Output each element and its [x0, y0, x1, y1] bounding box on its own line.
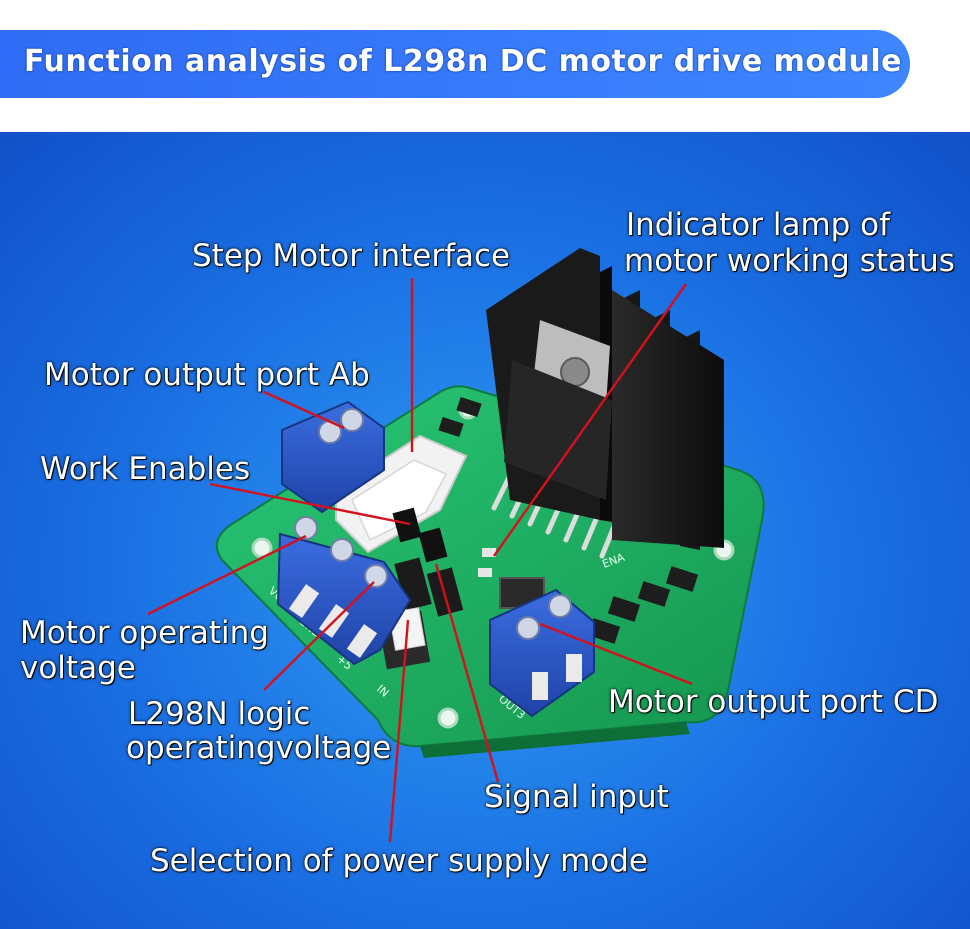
label-power-supply-mode: Selection of power supply mode	[150, 843, 648, 879]
label-step-motor-interface: Step Motor interface	[192, 238, 511, 274]
pointer-logic	[263, 581, 375, 691]
terminal-block-ab	[281, 400, 385, 514]
label-indicator-line-2: motor working status	[624, 243, 955, 279]
pointer-work-enables	[209, 482, 411, 526]
smd-resistor	[478, 568, 492, 577]
label-signal-input: Signal input	[484, 779, 669, 815]
pointer-port-ab	[263, 390, 345, 430]
label-op-voltage-line-1: Motor operating	[20, 615, 269, 651]
pointer-op-voltage	[147, 534, 307, 616]
pointer-signal-input	[434, 563, 500, 783]
terminal-block-power	[276, 516, 412, 666]
step-motor-connector	[335, 434, 468, 554]
l298n-chip	[504, 360, 612, 500]
smd-diode	[607, 596, 641, 622]
terminal-block-cd	[489, 588, 595, 718]
smd-diode	[587, 618, 621, 644]
label-work-enables: Work Enables	[40, 451, 251, 487]
heatsink	[486, 248, 724, 550]
label-indicator-line-1: Indicator lamp of	[626, 207, 891, 243]
label-logic-line-1: L298N logic	[128, 696, 311, 732]
indicator-led	[482, 548, 496, 557]
label-logic-line-2: operatingvoltage	[126, 730, 392, 766]
page-title: Function analysis of L298n DC motor driv…	[24, 44, 902, 79]
pointer-port-cd	[539, 622, 693, 686]
label-op-voltage-line-2: voltage	[20, 650, 136, 686]
label-motor-output-cd: Motor output port CD	[608, 684, 939, 720]
label-motor-output-ab: Motor output port Ab	[44, 357, 370, 393]
pointer-lines	[147, 278, 693, 843]
smd-diode	[637, 581, 671, 607]
enable-jumpers	[392, 507, 464, 617]
mount-hole	[437, 707, 459, 729]
smd-chip	[438, 416, 464, 438]
title-banner: Function analysis of L298n DC motor driv…	[0, 30, 910, 98]
smd-chip	[456, 396, 482, 418]
pointer-indicator	[493, 283, 687, 557]
pointer-power-mode	[388, 619, 410, 843]
smd-diode	[665, 566, 699, 592]
